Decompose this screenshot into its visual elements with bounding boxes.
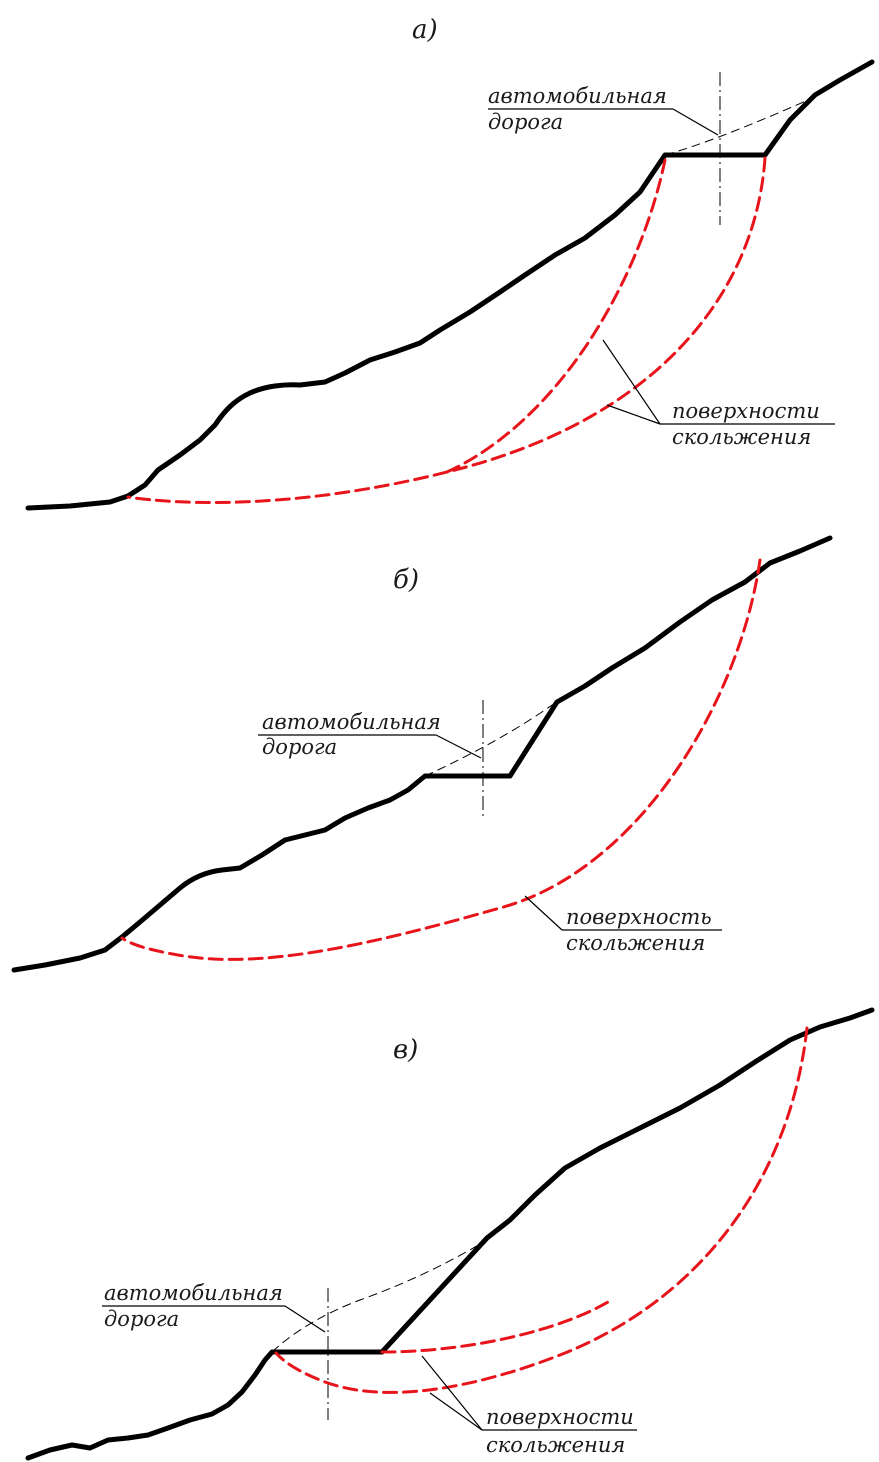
slip-label-leader-1 [421,1355,483,1431]
ground-profile [25,1349,275,1461]
road-label-line1: автомобильная [104,1281,283,1305]
slip-label-line1: поверхности [672,399,820,423]
slip-surface-inner [445,158,667,474]
cut-slope [762,59,875,158]
slip-label-leader-2 [606,404,661,425]
cut-slope [507,535,833,779]
slip-surface-outer [126,156,767,505]
road-label-line2: дорога [262,735,337,759]
ground-profile [11,773,428,973]
panel-a-label: а) [412,15,438,45]
road-label-line2: дорога [104,1307,179,1331]
panel-c-label: в) [393,1035,418,1065]
panel-c: в) автомобильная дорога поверхности скол… [25,1007,875,1461]
slip-label-leader-2 [429,1392,483,1431]
road-label-leader [672,108,719,136]
slip-label-line2: скольжения [486,1433,625,1457]
slip-label-leader-1 [602,339,661,425]
slip-label-line1: поверхности [486,1405,634,1429]
slip-surface [120,558,762,961]
panel-b: б) автомобильная дорога поверхность скол… [11,535,833,973]
cut-slope [379,1007,875,1355]
road-label-leader [284,1305,326,1333]
slip-surface-inner [380,1300,610,1354]
slip-label-line1: поверхность [566,905,712,929]
road-label-line1: автомобильная [488,84,667,108]
slip-label-leader [524,895,563,931]
panel-b-label: б) [393,565,419,595]
slip-surface-outer [274,1026,809,1394]
road-label-line1: автомобильная [262,710,441,734]
original-ground-line [424,702,556,777]
road-label-leader [435,734,482,759]
slip-label-line2: скольжения [672,425,811,449]
ground-profile [25,152,668,511]
slip-label-line2: скольжения [566,931,705,955]
road-label-line2: дорога [488,110,563,134]
panel-a: а) автомобильная дорога поверхности скол… [25,15,875,511]
original-ground-line [664,96,816,156]
original-ground-line [271,1239,488,1353]
